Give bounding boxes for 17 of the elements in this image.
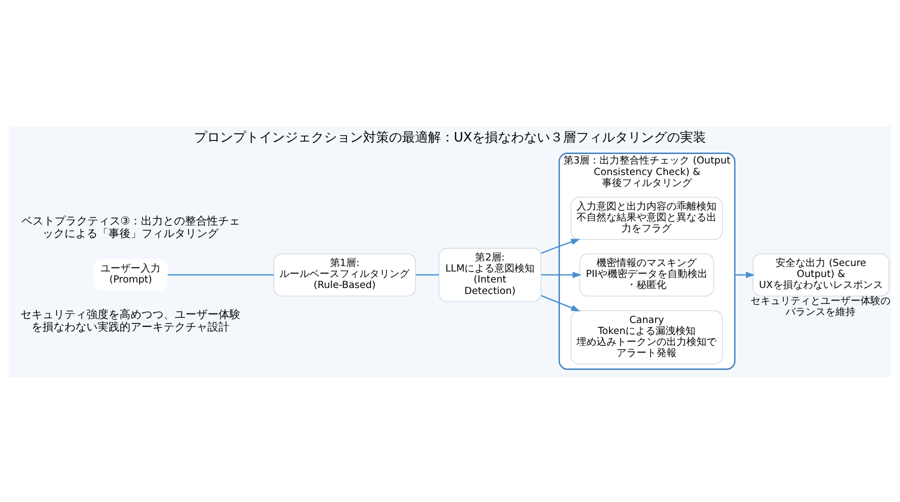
connector bbox=[168, 274, 274, 276]
arrow bbox=[734, 271, 755, 278]
node-box: ユーザー入力 (Prompt) bbox=[94, 258, 168, 290]
node-box: 機密情報のマスキング PIIや機密データを自動検出・秘匿化 bbox=[579, 252, 714, 296]
arrow bbox=[540, 294, 580, 311]
diagram-title: プロンプトインジェクション対策の最適解：UXを損なわない３層フィルタリングの実装 bbox=[194, 130, 706, 146]
label: ベストプラクティス③：出力との整合性チェックによる「事後」フィルタリング bbox=[21, 214, 240, 240]
node-box: 入力意図と出力内容の乖離検知 不自然な結果や意図と異なる出力をフラグ bbox=[570, 196, 723, 240]
connector bbox=[416, 274, 439, 276]
node-box: 第1層: ルールベースフィルタリング (Rule-Based) bbox=[273, 252, 416, 296]
arrow bbox=[540, 238, 580, 254]
arrow bbox=[541, 271, 582, 278]
node-label: セキュリティとユーザー体験のバランスを維持 bbox=[750, 295, 890, 318]
caption: セキュリティ強度を高めつつ、ユーザー体験を損なわない実践的アーキテクチャ設計 bbox=[20, 308, 241, 334]
node-box: 安全な出力 (Secure Output) & UXを損なわないレスポンス bbox=[752, 252, 890, 296]
node-box: 第2層: LLMによる意図検知 (Intent Detection) bbox=[438, 247, 542, 302]
node-box: Canary Tokenによる漏洩検知 埋め込みトークンの出力検知でアラート発報 bbox=[570, 310, 723, 364]
